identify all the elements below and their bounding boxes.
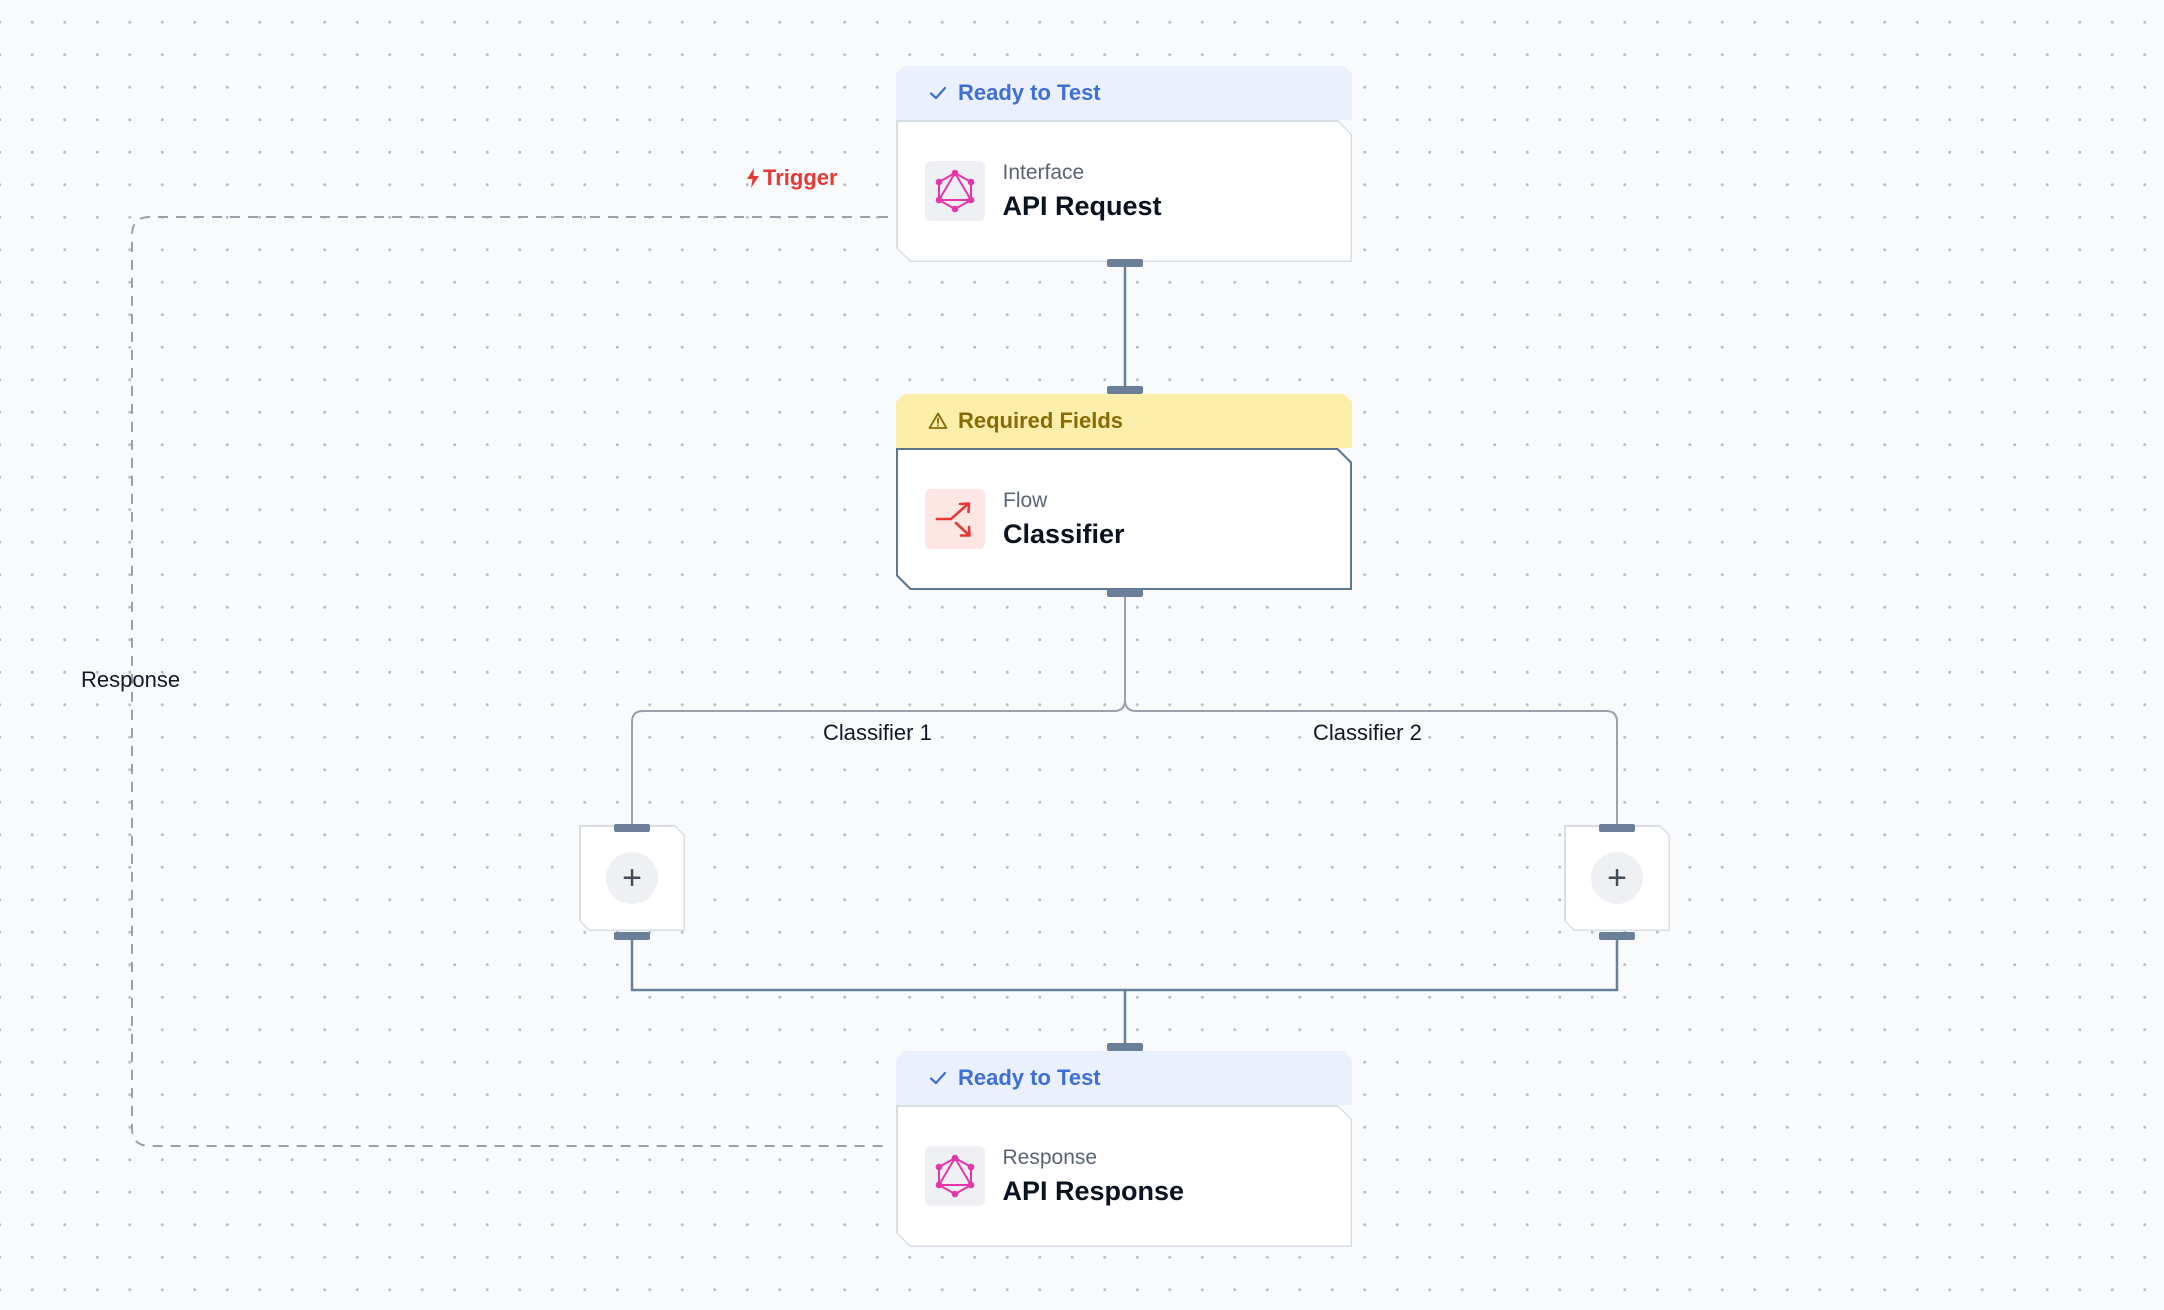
add-step-node-right[interactable]: + [1564,825,1670,931]
output-port[interactable] [1107,589,1143,597]
node-body[interactable]: Response API Response [896,1105,1352,1247]
lightning-icon [747,168,759,188]
check-icon [928,1068,948,1088]
node-classifier[interactable]: Required Fields Flow Classif [896,394,1352,590]
node-body[interactable]: Interface API Request [896,120,1352,262]
split-arrow-icon [925,489,985,549]
add-step-button[interactable]: + [606,852,658,904]
input-port[interactable] [614,824,650,832]
status-text: Ready to Test [958,1065,1101,1090]
check-icon [928,83,948,103]
status-text: Required Fields [958,408,1124,433]
graphql-icon [925,161,985,221]
node-category: Response [1002,1145,1098,1169]
input-port[interactable] [1599,824,1635,832]
trigger-response-loop [131,216,888,1147]
add-step-node-left[interactable]: + [579,825,685,931]
output-port[interactable] [614,932,650,940]
trigger-text: Trigger [763,165,838,190]
node-api-request[interactable]: Ready to Test [896,66,1352,262]
graphql-icon [925,1146,985,1206]
status-badge: Ready to Test [896,66,1352,120]
branch-edges [631,593,1618,826]
warning-icon [928,411,948,431]
status-text: Ready to Test [958,80,1101,105]
add-step-button[interactable]: + [1591,852,1643,904]
node-category: Flow [1003,488,1048,512]
trigger-label: Trigger [745,165,838,191]
input-port[interactable] [1107,1043,1143,1051]
input-port[interactable] [1107,386,1143,394]
status-badge: Required Fields [896,394,1352,448]
node-body[interactable]: Flow Classifier [896,448,1352,590]
status-badge: Ready to Test [896,1051,1352,1105]
branch-1-label: Classifier 1 [823,720,932,745]
merge-edges [630,936,1619,1046]
node-category: Interface [1002,160,1085,184]
output-port[interactable] [1107,259,1143,267]
node-api-response[interactable]: Ready to Test [896,1051,1352,1247]
node-title: API Request [1002,190,1162,221]
node-title: Classifier [1003,518,1125,549]
output-port[interactable] [1599,932,1635,940]
node-title: API Response [1002,1175,1185,1206]
branch-2-label: Classifier 2 [1313,720,1422,745]
response-edge-label: Response [81,667,181,692]
